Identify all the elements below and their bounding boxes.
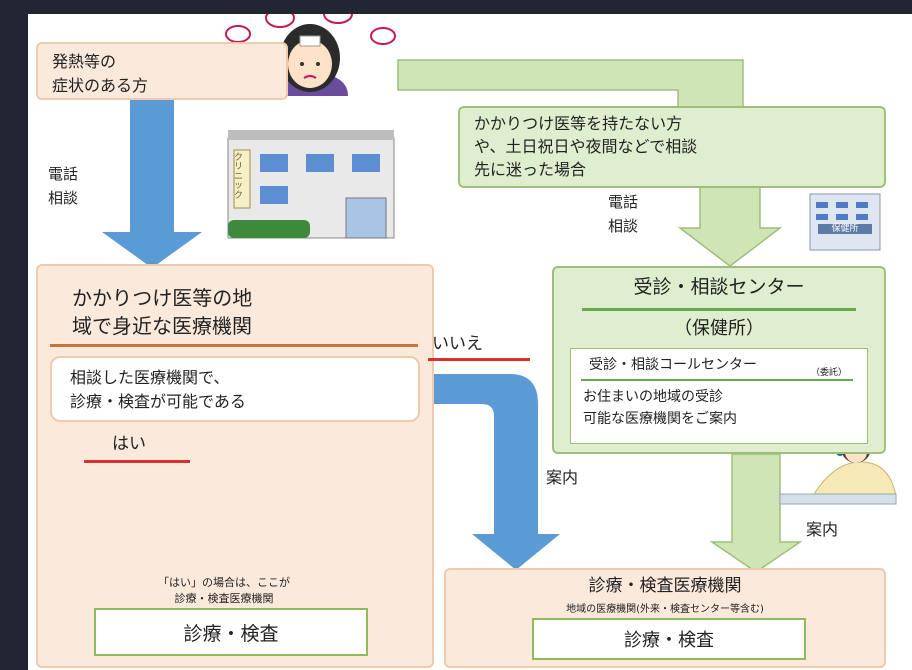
local-clinic-title-2: 域で身近な医療機関 <box>72 314 252 338</box>
callcenter-note: （委託） <box>811 368 848 378</box>
question-line-2: 診療・検査が可能である <box>70 392 246 411</box>
right-phone-label-2: 相談 <box>608 217 639 235</box>
flowchart-panel: 発熱等の 症状のある方 電話 相談 クリニック かかりつけ医等を持たない方 や、… <box>28 14 912 670</box>
local-clinic-panel <box>36 264 434 668</box>
center-subtitle: （保健所） <box>674 318 764 339</box>
right-phone-label-1: 電話 <box>608 193 639 211</box>
callcenter-underline <box>581 379 853 381</box>
center-title: 受診・相談センター <box>633 276 805 298</box>
local-clinic-underline <box>50 344 418 347</box>
start-line-2: 症状のある方 <box>52 76 149 95</box>
yes-underline <box>84 460 190 463</box>
question-box: 相談した医療機関で、 診療・検査が可能である <box>50 356 420 422</box>
local-result-box: 診療・検査 <box>94 608 368 656</box>
no-underline <box>428 358 530 361</box>
clinic-sign: クリニック <box>234 153 244 201</box>
center-title-underline <box>582 308 856 311</box>
green-arrow-to-destination <box>709 453 803 573</box>
start-box: 発熱等の 症状のある方 <box>36 42 288 100</box>
green-arrow-to-center <box>677 185 783 267</box>
local-result-label: 診療・検査 <box>183 622 279 645</box>
callcenter-title: 受診・相談コールセンター <box>589 357 757 373</box>
guide-label-left: 案内 <box>546 468 579 487</box>
blue-arrow-start-down <box>102 98 202 268</box>
guide-label-right: 案内 <box>806 520 839 539</box>
destination-result-label: 診療・検査 <box>624 630 714 651</box>
yes-note-line-1: 「はい」の場合は、ここが <box>158 576 290 589</box>
hokenjo-building-illustration <box>809 193 881 251</box>
callcenter-desc-2: 可能な医療機関をご案内 <box>583 411 737 427</box>
callcenter-desc-1: お住まいの地域の受診 <box>583 389 723 405</box>
callcenter-box: 受診・相談コールセンター （委託） お住まいの地域の受診 可能な医療機関をご案内 <box>570 348 868 444</box>
start-line-1: 発熱等の <box>52 52 117 71</box>
flow-graphics <box>102 14 897 573</box>
local-clinic-title-1: かかりつけ医等の地 <box>72 286 253 310</box>
consultation-center-panel: 受診・相談センター （保健所） 受診・相談コールセンター （委託） お住まいの地… <box>552 266 886 454</box>
condition-line-2: や、土日祝日や夜間などで相談 <box>474 137 698 156</box>
green-connector-arrow <box>397 59 744 109</box>
hokenjo-sign: 保健所 <box>831 224 859 234</box>
destination-result-box: 診療・検査 <box>532 618 806 660</box>
condition-line-1: かかりつけ医等を持たない方 <box>474 114 683 133</box>
patient-illustration <box>225 14 396 96</box>
destination-subtitle: 地域の医療機関(外来・検査センター等含む) <box>566 604 764 615</box>
blue-arrow-no-route <box>420 374 560 570</box>
no-label: いいえ <box>432 334 483 354</box>
question-line-1: 相談した医療機関で、 <box>70 368 230 387</box>
destination-panel: 診療・検査医療機関 地域の医療機関(外来・検査センター等含む) 診療・検査 <box>444 568 886 668</box>
yes-note-line-2: 診療・検査医療機関 <box>174 592 274 605</box>
left-phone-label-1: 電話 <box>48 165 79 183</box>
left-phone-label-2: 相談 <box>48 189 79 207</box>
destination-title: 診療・検査医療機関 <box>588 576 742 596</box>
condition-line-3: 先に迷った場合 <box>474 160 587 179</box>
yes-label: はい <box>112 434 146 454</box>
right-condition-box: かかりつけ医等を持たない方 や、土日祝日や夜間などで相談 先に迷った場合 <box>458 106 886 188</box>
clinic-building-illustration <box>227 130 395 239</box>
